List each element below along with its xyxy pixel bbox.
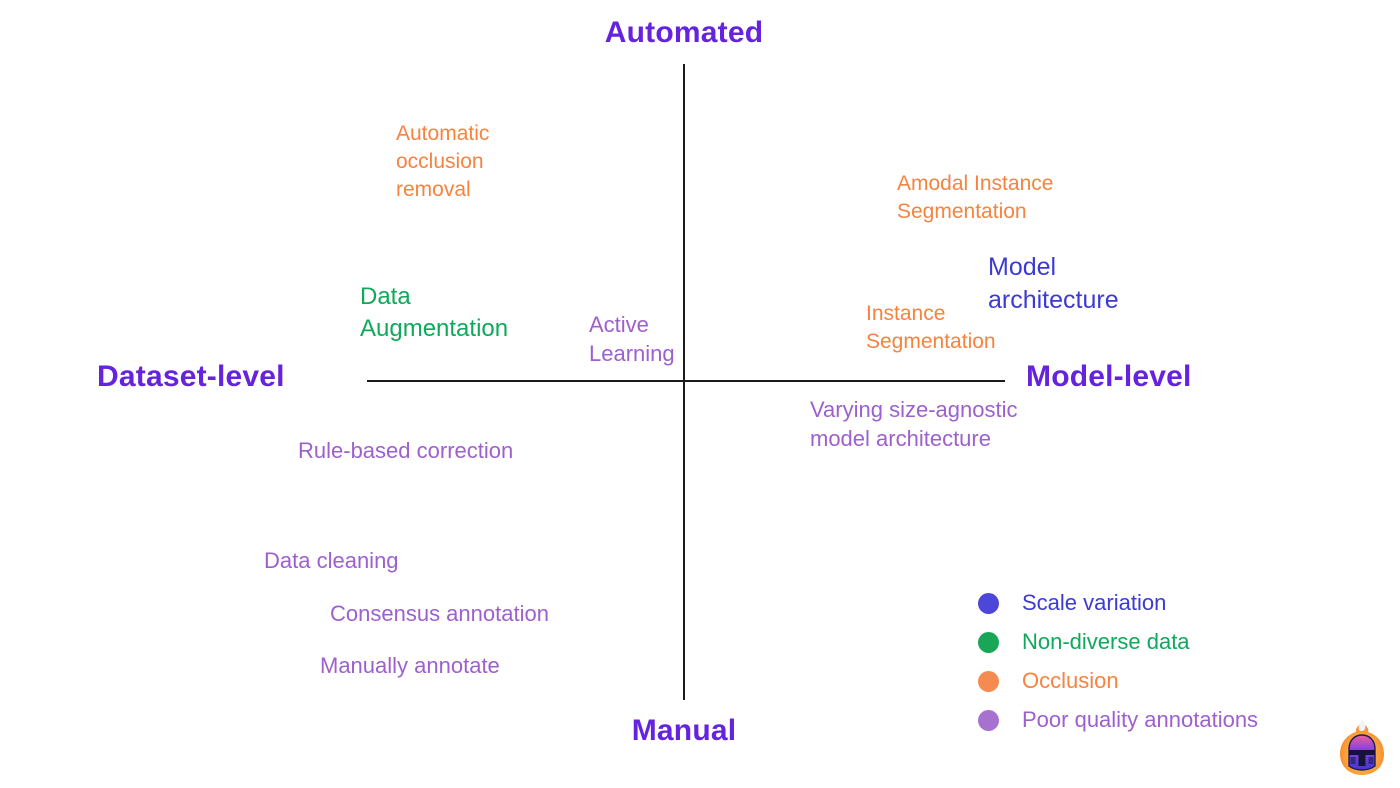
diagram-item-line: Active	[589, 312, 649, 337]
diagram-item-varying-size-agnostic-model-architecture: Varying size-agnostic model architecture	[810, 395, 1017, 454]
diagram-item-model-architecture: Model architecture	[988, 251, 1119, 318]
diagram-item-line: occlusion	[396, 149, 484, 173]
legend-dot-icon	[978, 709, 999, 731]
flame-helmet-logo-icon	[1334, 718, 1390, 778]
diagram-item-line: Amodal Instance	[897, 172, 1054, 195]
diagram-item-line: Data cleaning	[264, 548, 399, 573]
horizontal-axis-line	[367, 380, 1005, 382]
legend-label: Scale variation	[1022, 590, 1167, 615]
legend-entry: Occlusion	[978, 666, 1258, 696]
diagram-item-consensus-annotation: Consensus annotation	[330, 599, 549, 628]
axis-label-dataset-level: Dataset-level	[97, 360, 285, 393]
diagram-item-line: Automatic	[396, 122, 490, 145]
diagram-item-line: model architecture	[810, 426, 991, 452]
diagram-item-line: Manually annotate	[320, 653, 500, 678]
diagram-item-line: Consensus annotation	[330, 601, 549, 626]
diagram-item-automatic-occlusion-removal: Automatic occlusion removal	[396, 120, 489, 204]
diagram-item-line: Segmentation	[866, 329, 996, 353]
legend-label: Poor quality annotations	[1022, 707, 1259, 732]
diagram-item-rule-based-correction: Rule-based correction	[298, 436, 513, 465]
legend-entry: Scale variation	[978, 588, 1258, 618]
legend-dot-icon	[978, 670, 999, 692]
axis-label-model-level: Model-level	[1026, 360, 1192, 393]
diagram-item-line: Segmentation	[897, 199, 1027, 223]
legend-entry: Poor quality annotations	[978, 705, 1258, 735]
legend-dot-icon	[978, 592, 999, 614]
diagram-item-line: Model	[988, 253, 1057, 281]
legend-label: Non-diverse data	[1022, 629, 1190, 654]
legend-label: Occlusion	[1022, 668, 1119, 693]
legend-dot-icon	[978, 631, 999, 653]
diagram-item-line: Data	[360, 283, 411, 310]
diagram-item-line: Augmentation	[360, 314, 509, 342]
axis-label-manual: Manual	[631, 714, 737, 747]
diagram-item-line: Varying size-agnostic	[810, 397, 1018, 422]
vertical-axis-line	[683, 64, 685, 700]
diagram-item-line: architecture	[988, 286, 1119, 315]
diagram-item-line: Instance	[866, 302, 946, 325]
axis-label-automated: Automated	[604, 16, 764, 49]
diagram-item-line: Learning	[589, 341, 675, 367]
diagram-item-line: removal	[396, 177, 471, 201]
legend-entry: Non-diverse data	[978, 627, 1258, 657]
diagram-item-line: Rule-based correction	[298, 438, 514, 463]
diagram-item-manually-annotate: Manually annotate	[320, 651, 500, 680]
diagram-item-data-cleaning: Data cleaning	[264, 546, 399, 575]
